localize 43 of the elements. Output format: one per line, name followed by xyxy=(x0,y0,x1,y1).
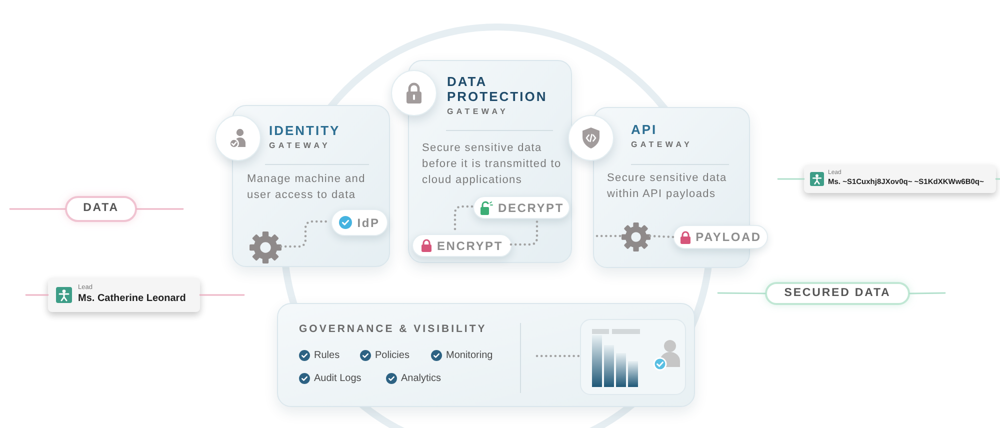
connector-line xyxy=(9,208,66,210)
dashboard-picture xyxy=(580,319,686,395)
checklist-item: Rules xyxy=(314,349,340,362)
lead-card xyxy=(48,278,200,312)
connector-line xyxy=(199,294,245,296)
panel-title: GOVERNANCE & VISIBILITY xyxy=(299,323,487,336)
dotted-connector xyxy=(596,234,622,238)
dotted-connector xyxy=(536,354,580,358)
connector-line xyxy=(25,294,49,296)
chip-label: IdP xyxy=(357,216,380,230)
gateway-title: API xyxy=(631,122,658,137)
gateway-description: Secure sensitive data within API payloads xyxy=(607,171,728,202)
gateway-subtitle: GATEWAY xyxy=(269,140,332,152)
gateway-title: IDENTITY xyxy=(269,123,342,138)
dotted-connector xyxy=(648,234,674,238)
connector-line xyxy=(136,208,184,210)
gear-icon xyxy=(249,231,282,264)
connector-line xyxy=(717,292,766,294)
gateway-subtitle: GATEWAY xyxy=(447,106,510,118)
connector-line xyxy=(909,292,946,294)
chip-label: DECRYPT xyxy=(498,200,564,214)
checklist-item: Policies xyxy=(375,349,410,362)
governance-panel xyxy=(277,303,695,407)
gateway-subtitle: GATEWAY xyxy=(631,139,694,151)
checklist-item: Audit Logs xyxy=(314,372,362,385)
gateway-description: Secure sensitive data before it is transmitted to cloud applications xyxy=(422,141,562,188)
step-chip xyxy=(473,196,570,219)
data-tag: SECURED DATA xyxy=(765,282,910,305)
connector-line xyxy=(995,178,1000,180)
lead-card xyxy=(804,165,996,193)
step-chip xyxy=(673,225,768,249)
gateway-title: DATA PROTECTION xyxy=(447,74,548,104)
gateway-description: Manage machine and user access to data xyxy=(247,172,366,203)
gear-icon xyxy=(621,222,651,252)
checklist-item: Monitoring xyxy=(446,349,493,362)
step-chip xyxy=(412,234,512,257)
step-chip xyxy=(331,209,388,236)
chip-label: ENCRYPT xyxy=(437,238,503,252)
chip-label: PAYLOAD xyxy=(696,230,762,244)
connector-line xyxy=(777,178,805,180)
checklist-item: Analytics xyxy=(401,372,442,385)
lead-name: Ms. Catherine Leonard xyxy=(78,292,186,305)
data-tag: DATA xyxy=(65,196,137,222)
